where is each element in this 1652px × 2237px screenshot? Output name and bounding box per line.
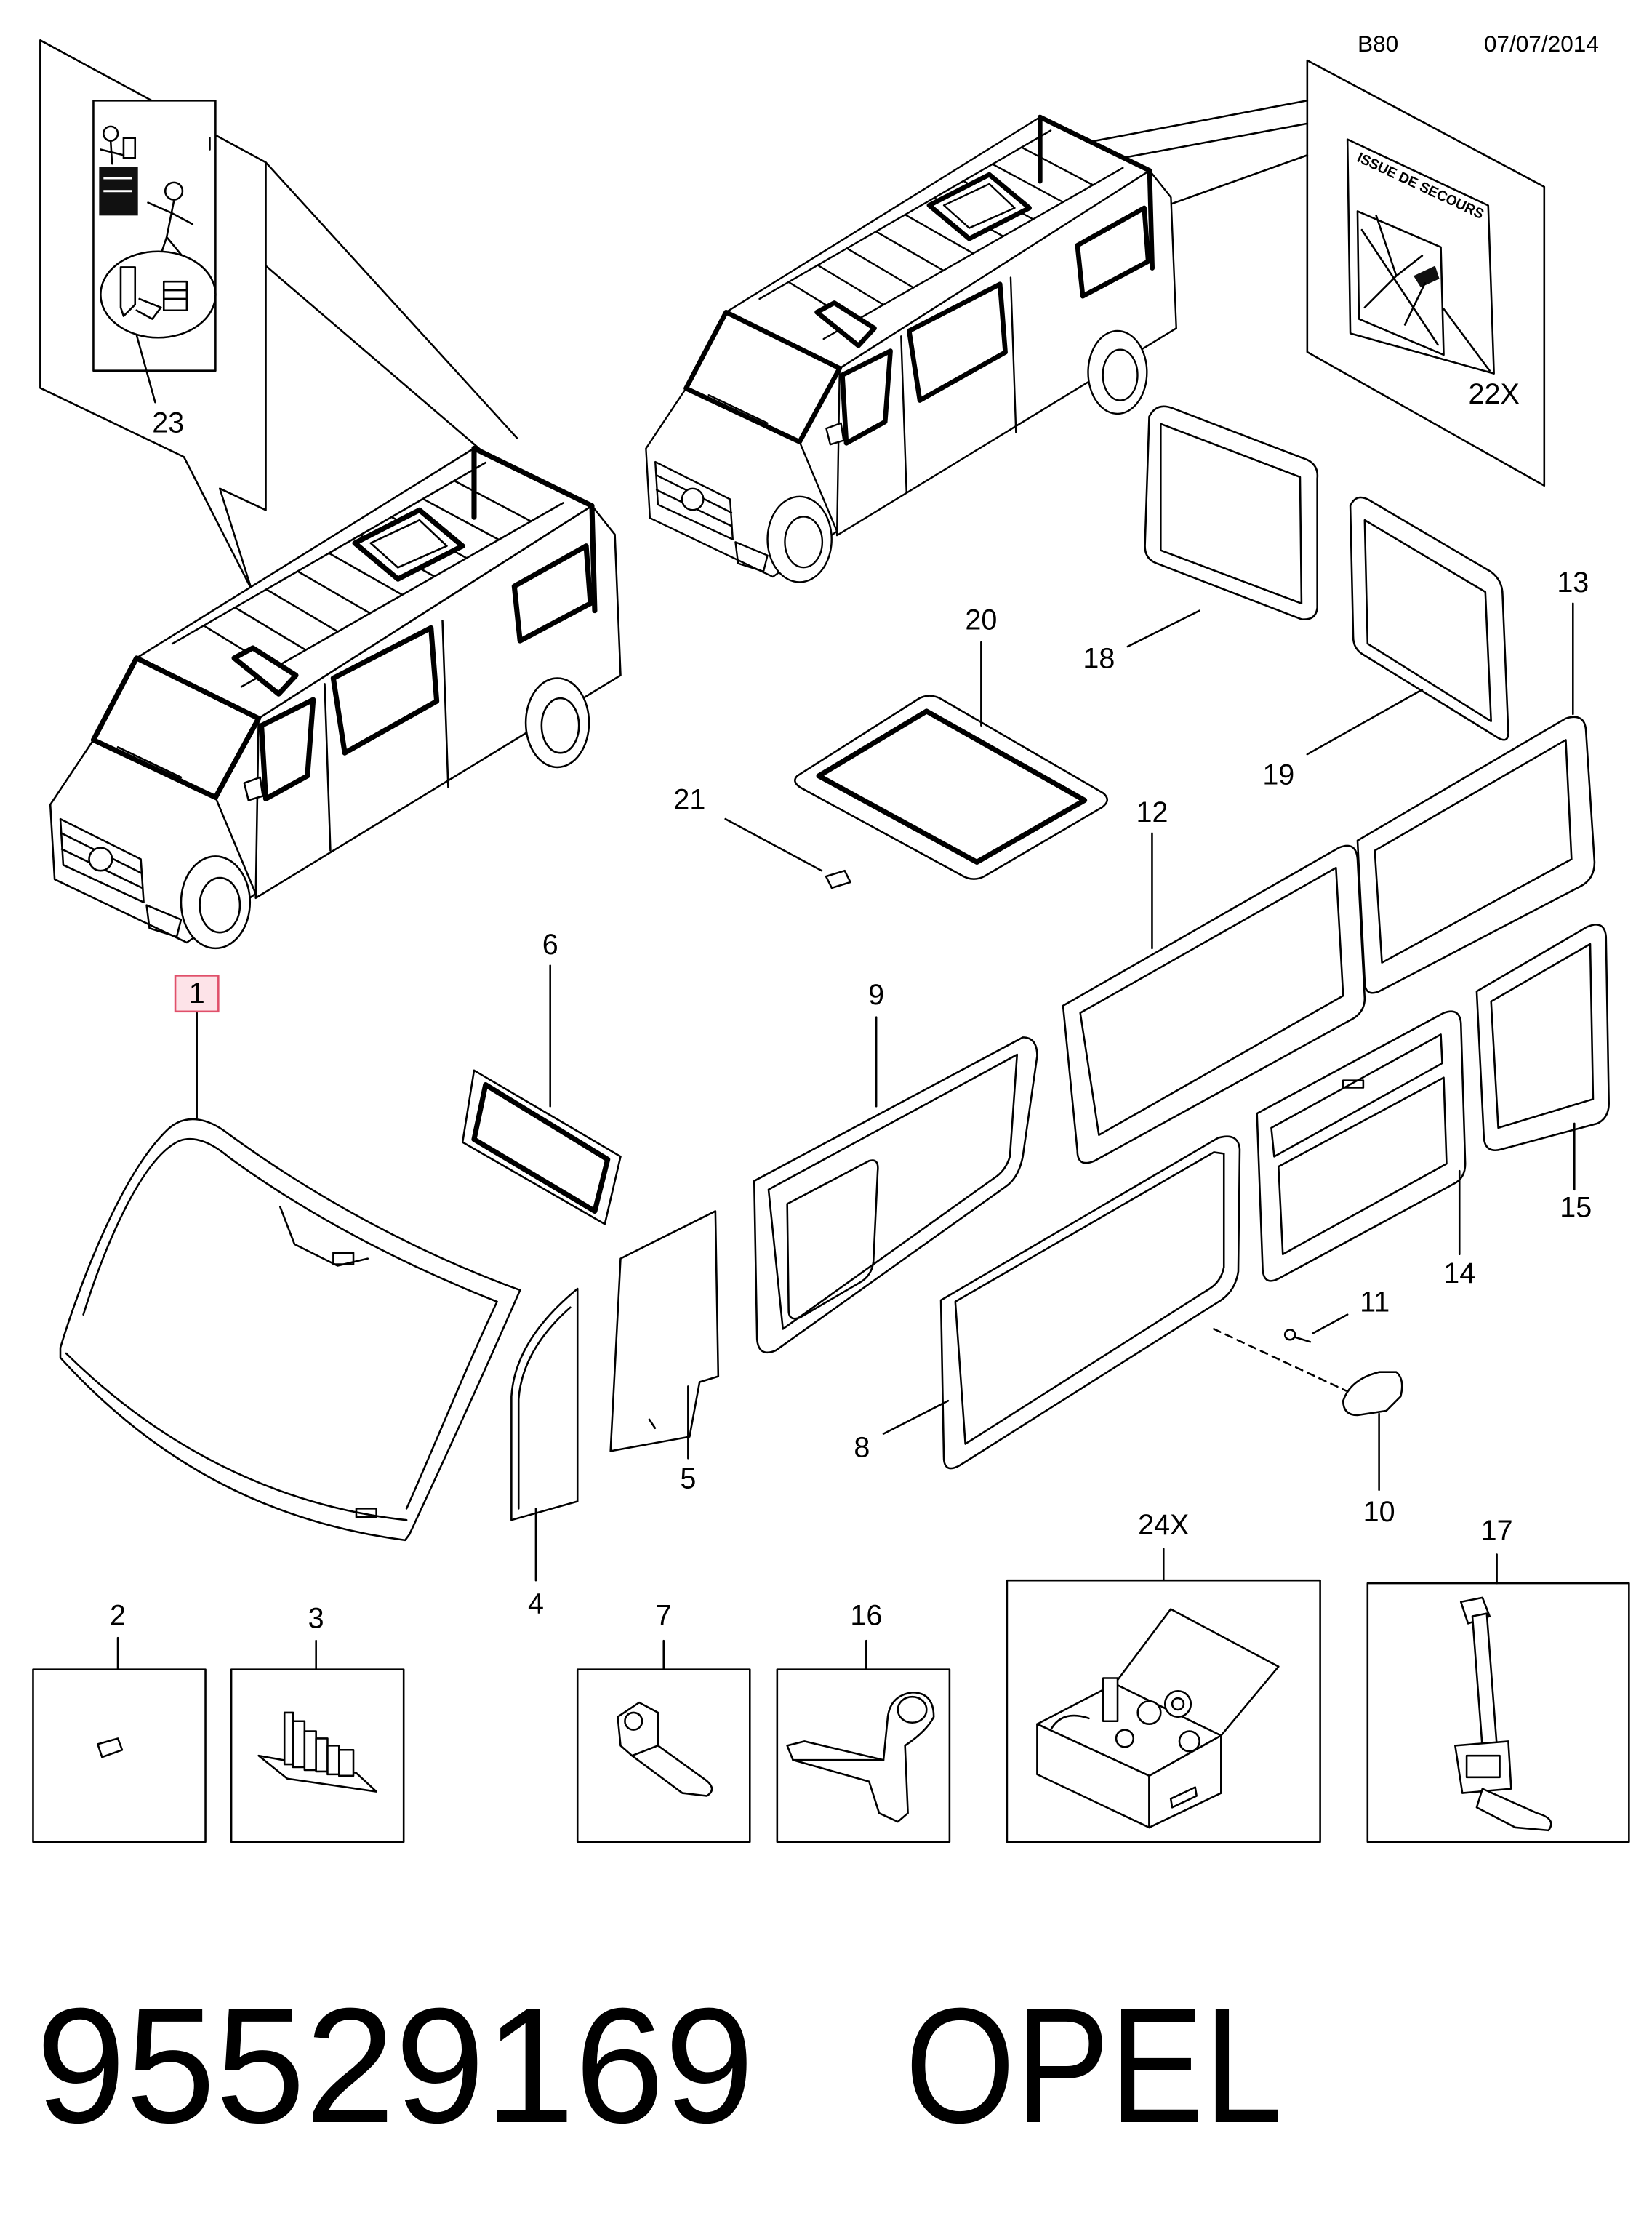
box-part-17-stay (1366, 1582, 1630, 1843)
selected-part-highlight (174, 975, 220, 1013)
box-part-16 (776, 1668, 951, 1843)
part-label-10[interactable]: 10 (1363, 1496, 1395, 1528)
rear-quarter-window (1475, 924, 1610, 1151)
box-part-24x-kit (1006, 1579, 1321, 1843)
leader-lines (116, 602, 1576, 1670)
part-label-9[interactable]: 9 (868, 979, 884, 1011)
side-window-13 (1356, 716, 1596, 994)
box-part-2 (32, 1668, 206, 1843)
van-illustration-left (50, 448, 620, 948)
windshield-glass (59, 1118, 521, 1542)
part-label-21[interactable]: 21 (673, 783, 705, 815)
door-glass (609, 1210, 720, 1452)
callout-warning-sticker (39, 39, 518, 591)
part-label-1[interactable]: 1 (189, 977, 205, 1009)
cover-cap-10 (1342, 1371, 1403, 1417)
diagram-date: 07/07/2014 (1484, 31, 1599, 57)
callout-emergency-exit-sticker: ISSUE DE SECOURS (889, 59, 1546, 487)
roof-hatch-glass (794, 695, 1109, 880)
sliding-window-14 (1256, 1010, 1467, 1282)
quarter-glass (510, 1287, 579, 1521)
small-roof-window-glass (461, 1069, 622, 1225)
part-label-2[interactable]: 2 (110, 1599, 126, 1631)
part-label-13[interactable]: 13 (1557, 567, 1589, 599)
brand-title: OPEL (905, 1974, 1283, 2157)
screw-11 (1283, 1329, 1312, 1343)
diagram-code: B80 (1358, 31, 1398, 57)
rear-door-glass-18 (1144, 405, 1319, 620)
part-label-7[interactable]: 7 (656, 1599, 672, 1631)
part-label-3[interactable]: 3 (308, 1602, 324, 1634)
part-label-12[interactable]: 12 (1136, 796, 1168, 828)
part-label-19[interactable]: 19 (1262, 759, 1294, 791)
part-label-24x[interactable]: 24X (1138, 1509, 1189, 1541)
part-label-20[interactable]: 20 (965, 604, 997, 636)
box-part-7 (576, 1668, 751, 1843)
rear-door-glass-19 (1349, 496, 1509, 741)
part-label-16[interactable]: 16 (850, 1599, 882, 1631)
part-label-15[interactable]: 15 (1560, 1191, 1592, 1223)
side-window-12 (1062, 844, 1366, 1164)
part-label-22x[interactable]: 22X (1469, 378, 1520, 410)
part-label-17[interactable]: 17 (1481, 1515, 1513, 1547)
part-label-14[interactable]: 14 (1443, 1257, 1475, 1289)
part-label-11[interactable]: 11 (1360, 1286, 1390, 1318)
part-label-4[interactable]: 4 (528, 1588, 544, 1620)
part-label-5[interactable]: 5 (680, 1463, 696, 1495)
part-label-8[interactable]: 8 (854, 1431, 870, 1463)
part-label-18[interactable]: 18 (1083, 643, 1115, 675)
part-label-23[interactable]: 23 (152, 407, 184, 439)
part-number-title: 95529169 (36, 1974, 754, 2157)
part-label-6[interactable]: 6 (542, 929, 558, 961)
van-illustration-right (646, 117, 1176, 582)
box-part-3 (230, 1668, 405, 1843)
assembly-axis-line (1213, 1328, 1347, 1392)
warning-sticker-illustration (92, 100, 217, 372)
leader-line (135, 334, 156, 404)
clip-21 (825, 869, 851, 889)
side-panel-window (939, 1135, 1241, 1470)
leader-line (1443, 308, 1491, 372)
sliding-door-window (753, 1036, 1038, 1354)
